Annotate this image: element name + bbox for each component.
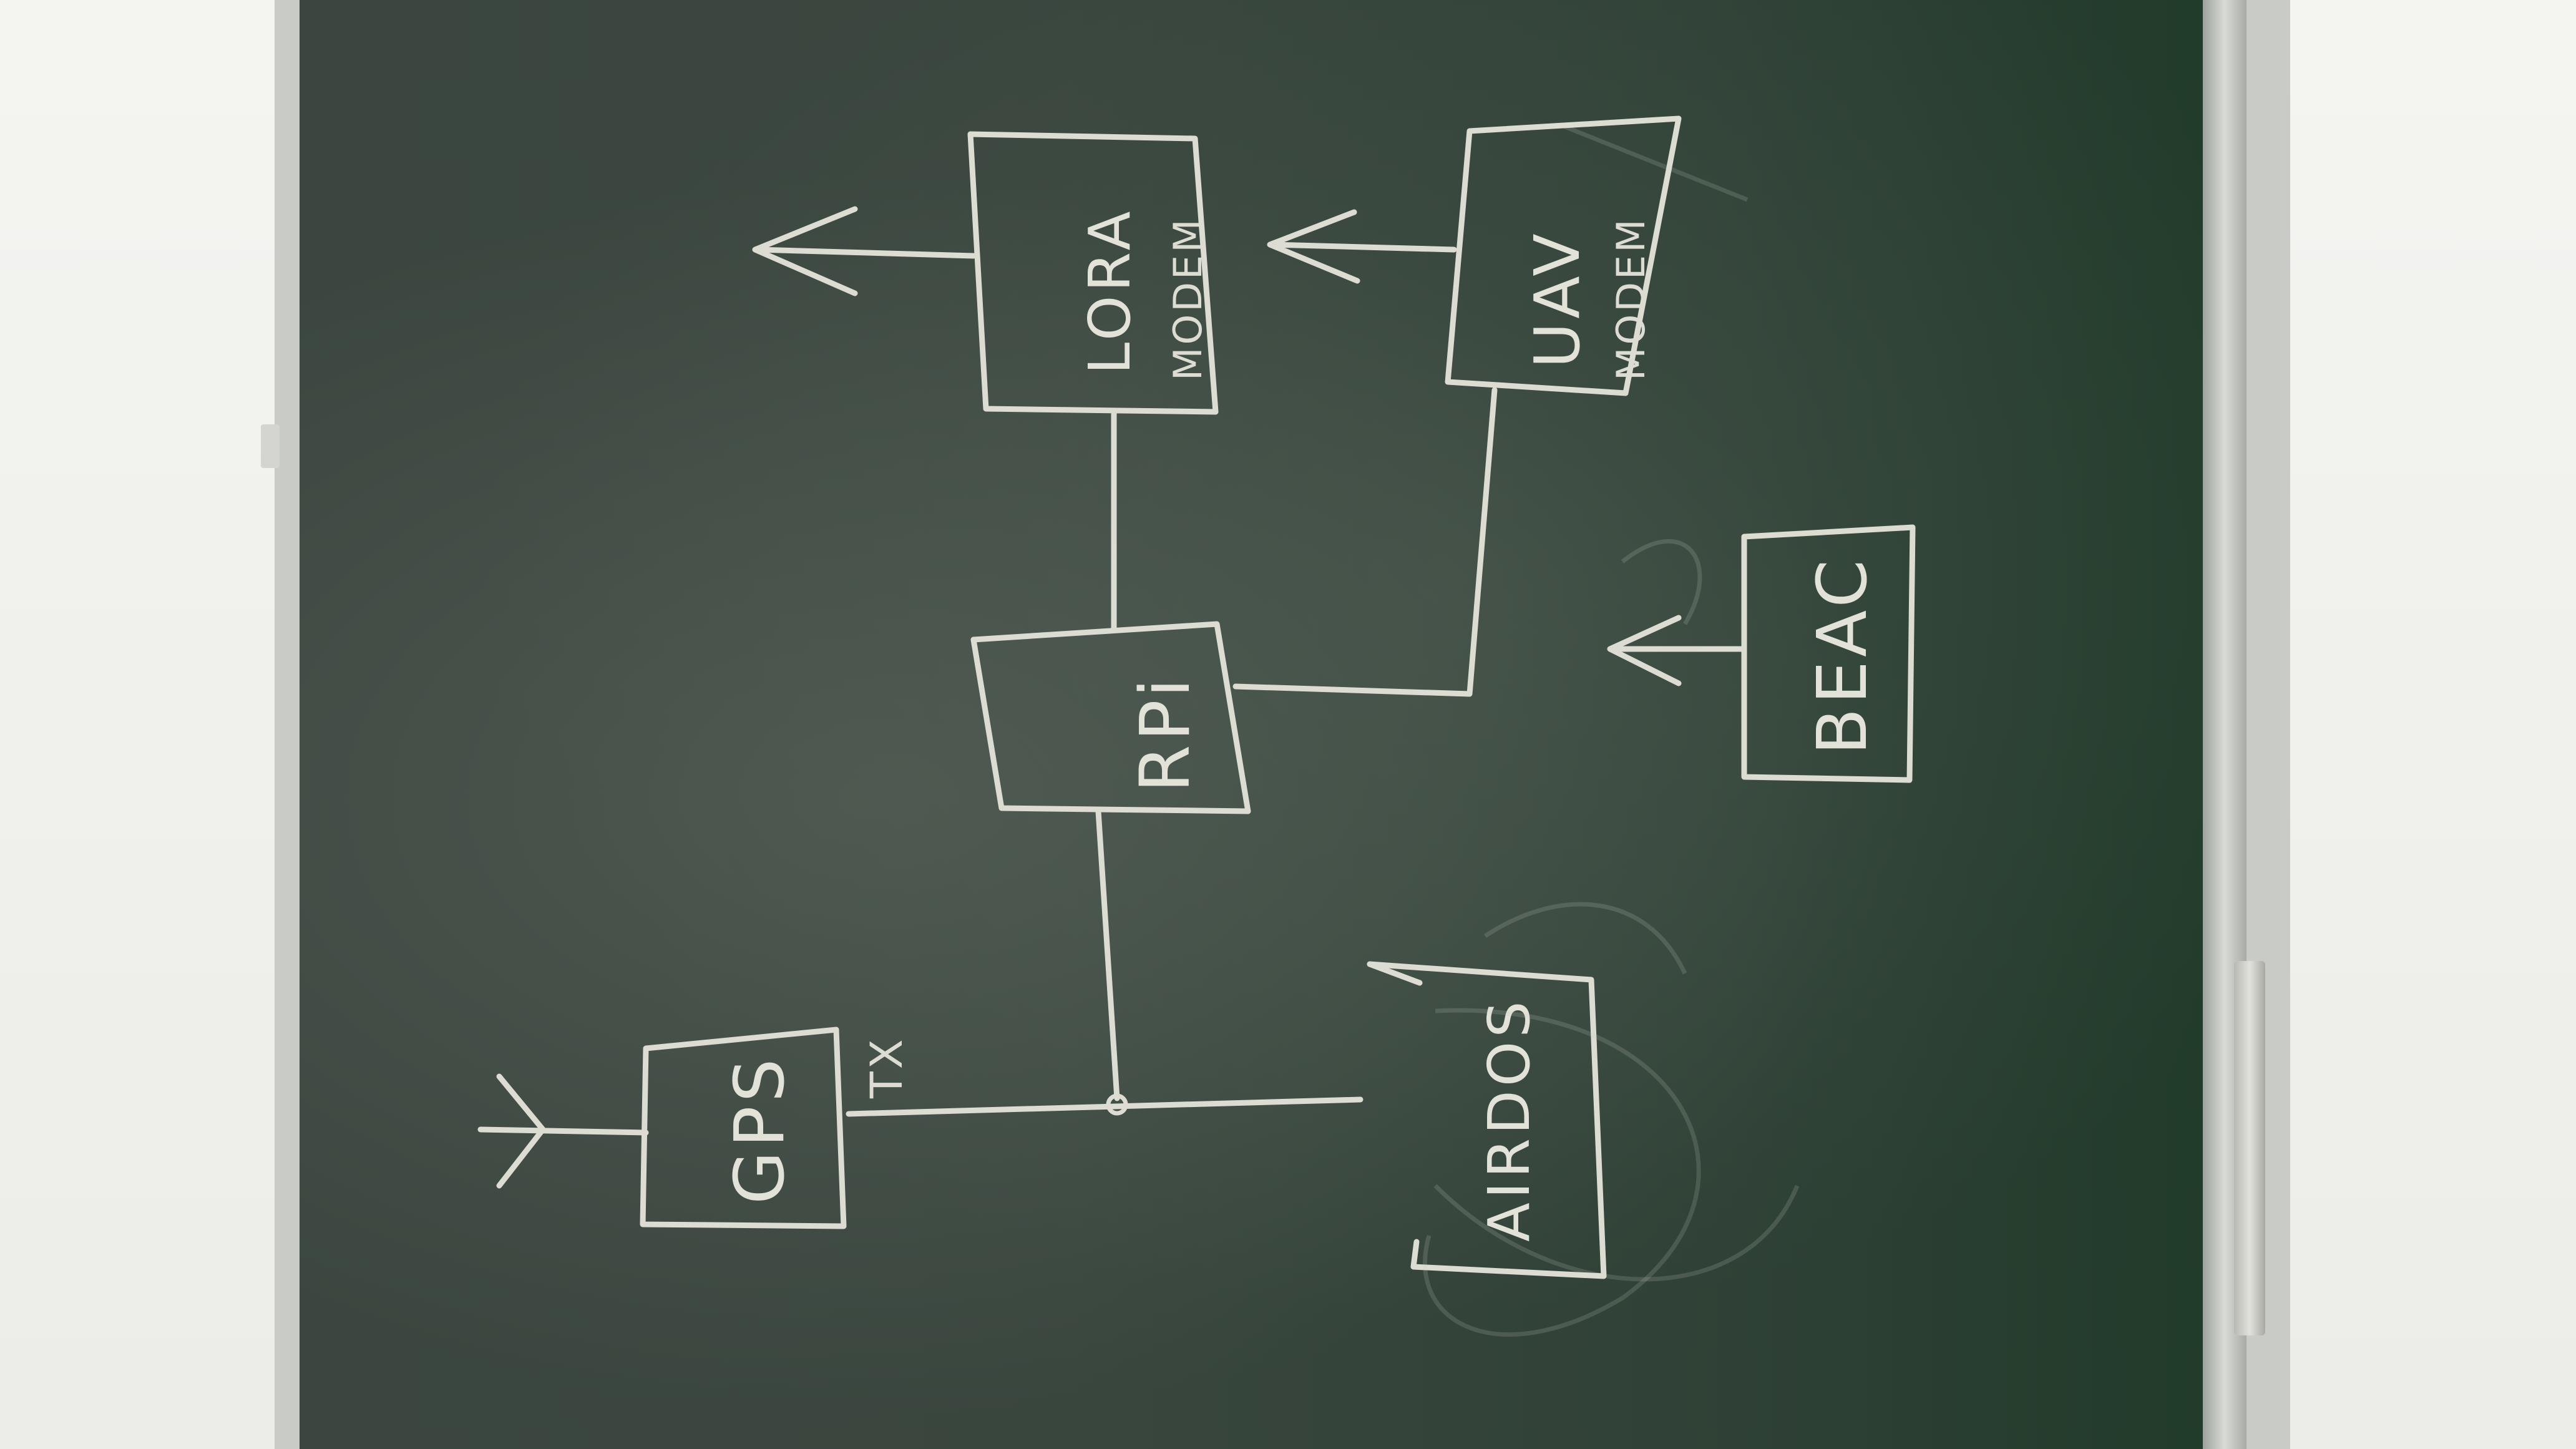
beac-label: BEAC bbox=[1802, 556, 1882, 755]
center-node: RPi bbox=[970, 621, 1251, 814]
rail-clip bbox=[2234, 961, 2265, 1335]
lora-modem-label-line2: MODEM bbox=[1165, 217, 1211, 381]
gps-airdos-bus-line bbox=[846, 1096, 1364, 1117]
uav-modem-label-line2: MODEM bbox=[1608, 217, 1654, 381]
beac-node: BEAC bbox=[1741, 524, 1916, 783]
uav-modem-label-line1: UAV bbox=[1521, 230, 1594, 368]
uav-modem-node: UAV MODEM bbox=[1445, 115, 1682, 396]
frame-bracket bbox=[261, 424, 280, 468]
lora-antenna-arrow bbox=[752, 206, 977, 296]
center-to-bus-line bbox=[1095, 808, 1120, 1101]
gps-node: GPS bbox=[640, 1027, 847, 1229]
uav-antenna-arrow bbox=[1267, 209, 1457, 284]
gps-tx-label: TX bbox=[861, 1037, 912, 1099]
airdos-label: AIRDOS bbox=[1476, 997, 1543, 1242]
airdos-circle-smudge bbox=[1423, 1008, 1701, 1337]
center-to-uav-line bbox=[1232, 387, 1498, 697]
chalkboard bbox=[300, 0, 2222, 1449]
center-label: RPi bbox=[1125, 675, 1205, 793]
gps-antenna-icon bbox=[477, 1073, 649, 1189]
gps-label: GPS bbox=[720, 1055, 799, 1204]
erased-chalk-smudges bbox=[1433, 122, 1800, 1282]
bus-junction-dot bbox=[1106, 1093, 1128, 1116]
lora-modem-node: LORA MODEM bbox=[967, 131, 1219, 415]
beac-antenna-arrow bbox=[1607, 615, 1747, 686]
lora-modem-label-line1: LORA bbox=[1076, 207, 1143, 374]
airdos-node: AIRDOS bbox=[1367, 961, 1607, 1279]
